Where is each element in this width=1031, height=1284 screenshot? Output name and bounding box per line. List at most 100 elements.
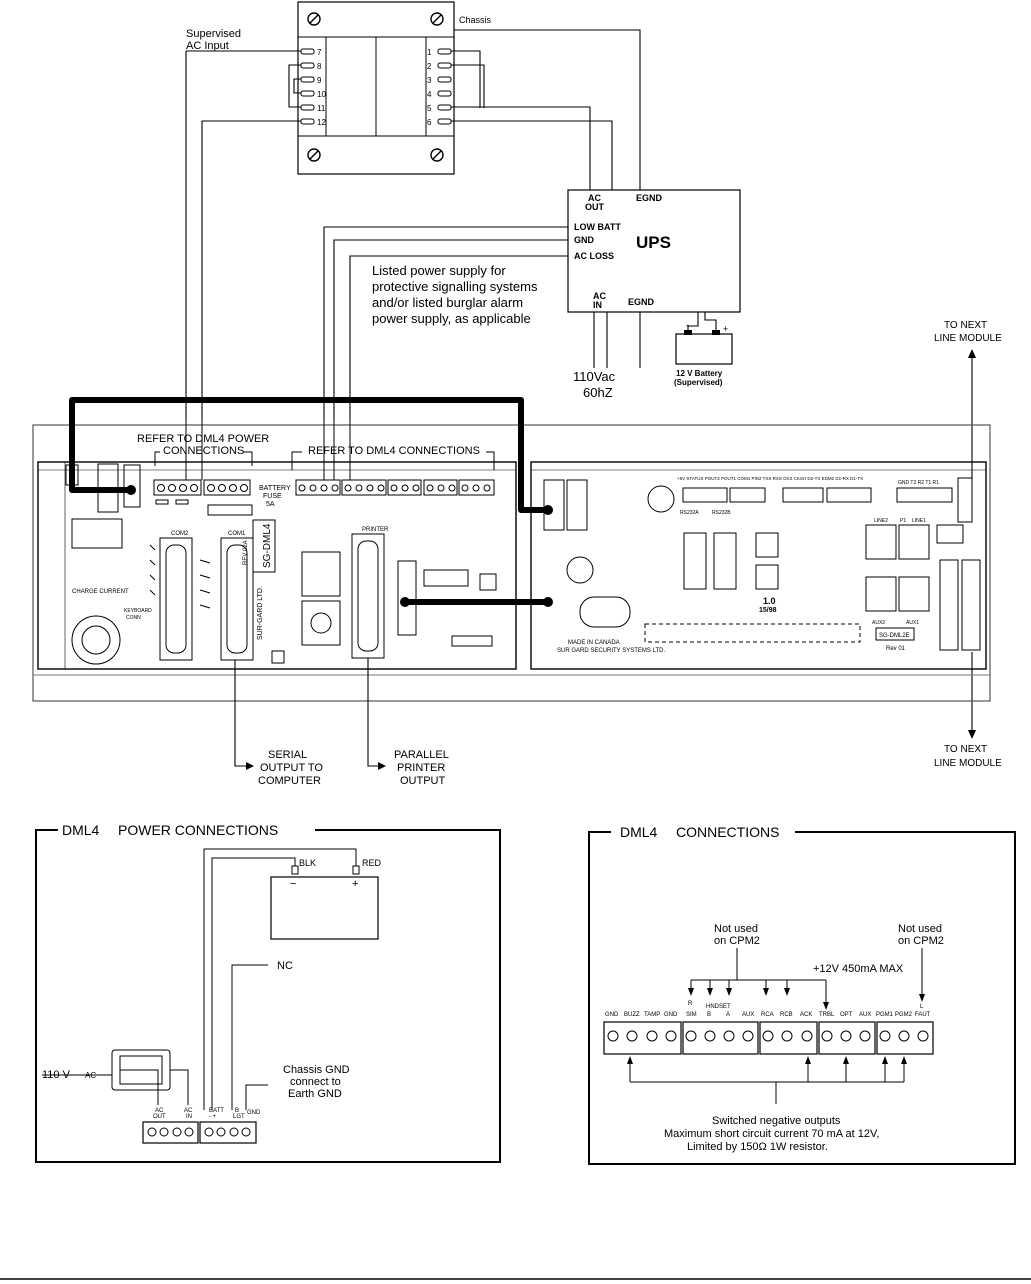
next-module-bottom: TO NEXT LINE MODULE [934, 652, 1002, 769]
ups-ac-out-label: AC [588, 193, 601, 203]
svg-text:COMPUTER: COMPUTER [258, 775, 321, 787]
svg-text:TAMP: TAMP [644, 1012, 660, 1018]
rev-label: REV 02A [243, 540, 249, 565]
svg-text:+: + [723, 324, 728, 334]
ups-ac-in-label: IN [593, 300, 602, 310]
conn-terminal-strip: GND BUZZ TAMP GND SIM B A AUX RCA RCB AC… [603, 1012, 934, 1055]
board-components [65, 463, 497, 665]
next-module-top: TO NEXT LINE MODULE [934, 320, 1002, 480]
svg-text:TO NEXT: TO NEXT [944, 744, 987, 755]
line-terminal-labels: GND T2 R2 T1 R1 [898, 480, 939, 486]
mains-label: 110Vac [573, 369, 616, 384]
svg-text:AC: AC [184, 1108, 193, 1114]
battery-fuse-label: 5A [266, 501, 275, 508]
right-board-components [543, 477, 981, 651]
conn-panel-title: DML4 [620, 824, 658, 840]
svg-text:A: A [726, 1012, 730, 1018]
printer-connector: PRINTER [351, 527, 389, 659]
right-rev: Rev 01 [886, 646, 906, 652]
svg-text:GND: GND [247, 1110, 261, 1116]
svg-text:PRINTER: PRINTER [362, 527, 389, 533]
svg-text:PRINTER: PRINTER [397, 762, 445, 774]
refer-conn-label: REFER TO DML4 CONNECTIONS [308, 445, 480, 457]
ribbon-cable [69, 397, 548, 605]
screw-icon [307, 148, 321, 162]
charge-current-label: CHARGE CURRENT [72, 589, 129, 595]
svg-text:SIM: SIM [686, 1012, 697, 1018]
com2-connector: COM2 [159, 531, 193, 661]
svg-text:BATT: BATT [209, 1108, 224, 1114]
power-terminal-block [153, 479, 251, 505]
svg-text:protective signalling systems: protective signalling systems [372, 279, 538, 294]
svg-text:Maximum short circuit current: Maximum short circuit current 70 mA at 1… [664, 1128, 879, 1140]
svg-text:OUTPUT: OUTPUT [400, 775, 446, 787]
svg-text:- +: - + [209, 1114, 217, 1120]
svg-text:TO NEXT: TO NEXT [944, 320, 987, 331]
pin-label: 9 [317, 76, 322, 85]
svg-text:connect to: connect to [290, 1076, 341, 1088]
pin-label: 5 [427, 104, 432, 113]
svg-text:AC: AC [85, 1071, 96, 1080]
model-label: SG-DML4 [262, 523, 273, 568]
pin-label: 6 [427, 118, 432, 127]
svg-text:Earth GND: Earth GND [288, 1088, 342, 1100]
keyboard-label: CONN [126, 615, 141, 621]
supervised-label: Supervised [186, 28, 241, 40]
svg-text:HNDSET: HNDSET [706, 1004, 731, 1010]
aux-label: AUX1 [906, 620, 919, 626]
version-label: 1.0 [763, 596, 776, 606]
status-labels: +5V STATUS POUT2 POUT1 COM1 PIN2 TXS RXS… [677, 476, 863, 481]
pin-label: 11 [317, 104, 326, 113]
svg-text:NC: NC [277, 960, 293, 972]
svg-text:SERIAL: SERIAL [268, 749, 307, 761]
svg-text:AC: AC [155, 1108, 164, 1114]
transformer: 7 8 9 10 11 12 1 2 3 4 5 6 Chassis Super… [186, 1, 492, 175]
battery-fuse-label: BATTERY [259, 485, 291, 492]
svg-text:LINE MODULE: LINE MODULE [934, 758, 1002, 769]
maker-label: SUR-GARD LTD. [257, 586, 264, 640]
parallel-output-label: PARALLEL PRINTER OUTPUT [394, 749, 449, 787]
screw-icon [307, 12, 321, 26]
svg-text:Not used: Not used [898, 923, 942, 935]
svg-text:Limited by 150Ω 1W resistor.: Limited by 150Ω 1W resistor. [687, 1141, 828, 1153]
ups-ac-out-label: OUT [585, 202, 605, 212]
rs232b-label: RS232B [712, 510, 731, 516]
ups-title: UPS [636, 233, 671, 252]
svg-text:AUX: AUX [742, 1012, 754, 1018]
serial-output-label: SERIAL OUTPUT TO COMPUTER [258, 749, 323, 787]
svg-text:FAUT: FAUT [915, 1012, 931, 1018]
svg-text:AUX: AUX [859, 1012, 871, 1018]
svg-text:on CPM2: on CPM2 [714, 935, 760, 947]
pin-label: 12 [317, 118, 326, 127]
arrow-down-icon [968, 730, 976, 739]
pin-label: 2 [427, 62, 432, 71]
svg-text:Switched negative outputs: Switched negative outputs [712, 1115, 841, 1127]
svg-text:TRBL: TRBL [819, 1012, 835, 1018]
refer-brackets [154, 451, 495, 470]
ups-gnd-label: GND [574, 235, 595, 245]
output-leads [234, 658, 378, 767]
mains-label: 60hZ [583, 385, 613, 400]
line-label: LINE2 [874, 518, 888, 524]
right-maker: SUR GARD SECURITY SYSTEMS LTD. [557, 648, 665, 654]
pin-label: 8 [317, 62, 322, 71]
connections-panel: DML4 CONNECTIONS Not used on CPM2 Not us… [588, 824, 1016, 1165]
conn-terminal-block [295, 479, 495, 496]
svg-text:on CPM2: on CPM2 [898, 935, 944, 947]
ups-signal-wiring [323, 226, 717, 420]
svg-text:PARALLEL: PARALLEL [394, 749, 449, 761]
power-connections-panel: DML4 POWER CONNECTIONS BLK RED − + NC 11… [35, 822, 501, 1163]
battery-fuse-label: FUSE [263, 493, 282, 500]
board-enclosure [32, 424, 991, 702]
battery-icon [270, 876, 379, 940]
listed-power-note: Listed power supply for protective signa… [372, 263, 538, 326]
svg-text:LINE MODULE: LINE MODULE [934, 333, 1002, 344]
screw-icon [430, 148, 444, 162]
svg-text:PGM2: PGM2 [895, 1012, 913, 1018]
svg-text:BUZZ: BUZZ [624, 1012, 640, 1018]
svg-text:L: L [920, 1004, 924, 1010]
right-model: SG-DML2E [879, 633, 910, 639]
svg-text:R: R [688, 1001, 693, 1007]
svg-text:and/or listed burglar alarm: and/or listed burglar alarm [372, 295, 523, 310]
right-made-in: MADE IN CANADA [568, 640, 620, 646]
